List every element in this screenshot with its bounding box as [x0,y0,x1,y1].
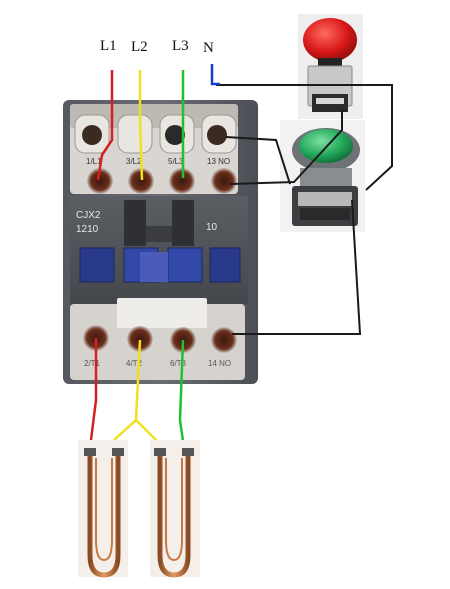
terminal-label-4: 4/T2 [126,359,143,368]
wire-stop-to-13 [229,110,343,185]
terminal-hole-5 [169,168,195,194]
terminal-hole-13 [211,168,237,194]
wire-l1-in [96,70,114,181]
wire-l2-in [138,70,144,181]
label-l1: L1 [100,38,117,54]
model-line1: CJX2 [76,210,101,221]
wire-t2-out-b [135,419,159,443]
start-push-button-icon [280,120,365,232]
terminal-label-6: 6/T3 [170,359,187,368]
terminal-label-2: 2/T1 [84,359,101,368]
terminal-label-13: 13 NO [207,157,230,166]
actuator-slide [117,298,207,328]
label-l3: L3 [172,38,189,54]
wire-t1-out [88,338,98,449]
terminal-label-3: 3/L2 [126,157,142,166]
emergency-stop-button-icon [298,14,363,119]
terminal-label-5: 5/L3 [168,157,184,166]
label-l2: L2 [131,39,148,55]
heating-element-icon [78,440,128,578]
wire-neutral-to-stop [216,84,393,191]
heating-element-icon [150,440,200,578]
control-wires [216,84,393,335]
wire-start-to-14 [232,199,362,335]
supply-wires [96,70,185,181]
terminal-hole-14 [211,327,237,353]
indicator-window-1 [79,247,115,283]
top-screw-row [74,114,237,154]
terminal-hole-4 [127,326,153,352]
output-wires [88,338,186,449]
indicator-window-3 [167,247,203,283]
wire-13-to-start [225,136,291,185]
contactor: 1/L1 3/L2 5/L3 13 NO CJX2 1210 10 2/T1 4… [63,100,258,384]
terminal-hole-3 [128,168,154,194]
terminal-label-14: 14 NO [208,359,231,368]
rating-label: 10 [206,222,218,233]
wire-neutral [210,64,220,86]
wire-t3-out [178,339,186,449]
terminal-hole-1 [87,168,113,194]
model-line2: 1210 [76,224,99,235]
indicator-window-4 [209,247,241,283]
terminal-label-1: 1/L1 [86,157,102,166]
label-n: N [203,40,214,56]
